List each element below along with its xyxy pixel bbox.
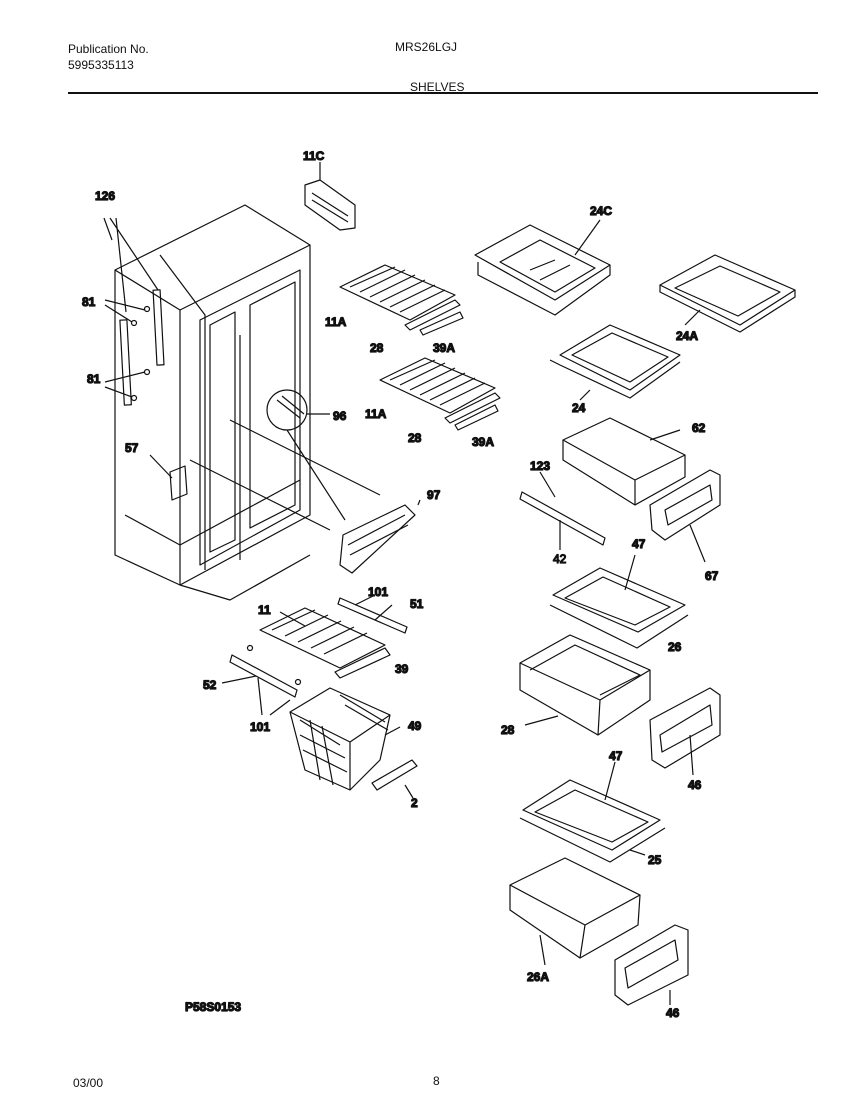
crisper-cover-47-lower xyxy=(519,761,666,863)
callout-51: 51 xyxy=(410,597,424,611)
callout-49: 49 xyxy=(408,719,422,733)
callout-39A-upper: 39A xyxy=(433,341,455,355)
callout-11A-lower: 11A xyxy=(365,407,387,421)
basket-handle-2 xyxy=(371,759,418,799)
part-97 xyxy=(339,499,421,574)
callout-28-lower: 28 xyxy=(408,431,422,445)
section-title: SHELVES xyxy=(410,80,465,94)
callout-47-upper: 47 xyxy=(632,537,646,551)
glass-shelf-24C xyxy=(474,219,611,316)
callout-97: 97 xyxy=(427,488,441,502)
part-96 xyxy=(266,389,346,521)
crisper-front-67 xyxy=(649,469,721,563)
callout-26A: 26A xyxy=(527,970,549,984)
crisper-62 xyxy=(562,417,686,506)
callout-42: 42 xyxy=(553,552,567,566)
callout-11A-upper: 11A xyxy=(325,315,347,329)
rail-52 xyxy=(221,644,302,716)
callout-123: 123 xyxy=(530,459,550,473)
callout-24A: 24A xyxy=(676,329,698,343)
callout-11C: 11C xyxy=(303,149,325,163)
crisper-front-46-lower xyxy=(614,924,689,1006)
footer-date: 03/00 xyxy=(73,1076,104,1090)
wire-shelf-11A-lower xyxy=(379,357,501,431)
header-rule xyxy=(68,92,818,94)
callout-47-lower: 47 xyxy=(609,749,623,763)
callout-24C: 24C xyxy=(590,204,612,218)
cabinet xyxy=(114,204,381,601)
rail-42 xyxy=(519,471,606,550)
part-11C xyxy=(304,162,356,231)
publication-number: 5995335113 xyxy=(68,58,134,72)
callout-28-upper: 28 xyxy=(370,341,384,355)
callout-81-upper: 81 xyxy=(82,295,96,309)
crisper-front-46-upper xyxy=(649,687,721,776)
glass-shelf-24A xyxy=(659,254,796,333)
callout-46-lower: 46 xyxy=(666,1006,680,1020)
callout-101-lower: 101 xyxy=(250,720,270,734)
publication-label: Publication No. xyxy=(68,42,149,56)
wire-shelf-11 xyxy=(259,607,391,679)
glass-shelf-24 xyxy=(549,324,681,401)
hinge-trim xyxy=(103,217,165,406)
callout-39: 39 xyxy=(395,662,409,676)
callout-52: 52 xyxy=(203,678,217,692)
part-57 xyxy=(149,454,188,501)
model-number: MRS26LGJ xyxy=(395,40,458,54)
crisper-pan-26A xyxy=(509,857,641,966)
rail-51 xyxy=(337,594,408,634)
crisper-pan-28 xyxy=(519,634,651,736)
wire-shelf-11A-upper xyxy=(339,264,464,336)
callout-39A-lower: 39A xyxy=(472,435,494,449)
callout-28-crisper: 28 xyxy=(501,723,515,737)
callout-101-upper: 101 xyxy=(368,585,388,599)
callout-62: 62 xyxy=(692,421,706,435)
callout-46-upper: 46 xyxy=(688,778,702,792)
callout-57: 57 xyxy=(125,441,139,455)
callout-25: 25 xyxy=(648,853,662,867)
callout-2: 2 xyxy=(411,796,418,810)
callout-96: 96 xyxy=(333,409,347,423)
callout-126: 126 xyxy=(95,189,115,203)
footer-page-number: 8 xyxy=(433,1074,440,1088)
callout-24: 24 xyxy=(572,401,586,415)
callout-67: 67 xyxy=(705,569,719,583)
wire-basket-49 xyxy=(289,687,401,791)
callout-11: 11 xyxy=(258,603,271,617)
diagram-code: P58S0153 xyxy=(185,1000,241,1014)
screws-81 xyxy=(104,299,151,402)
callout-81-lower: 81 xyxy=(87,372,101,386)
callout-26: 26 xyxy=(668,640,682,654)
crisper-cover-47-upper xyxy=(549,554,689,649)
